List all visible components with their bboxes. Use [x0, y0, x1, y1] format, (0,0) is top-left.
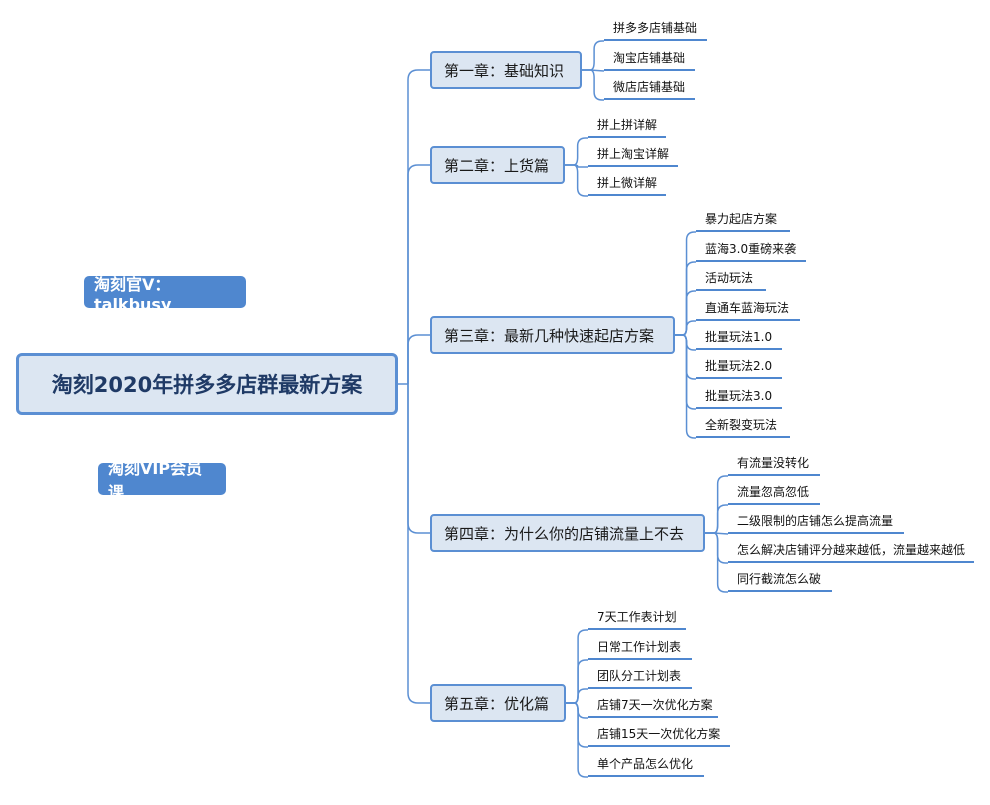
chapter-3-item-5[interactable]: 批量玩法1.0 [696, 328, 782, 350]
chapter-1-item-1[interactable]: 拼多多店铺基础 [604, 19, 707, 41]
chapter-2-item-3[interactable]: 拼上微详解 [588, 174, 666, 196]
chapter-3-item-6-connector [675, 334, 696, 380]
chapter-4-item-5-connector [705, 532, 728, 593]
chapter-5-item-1-connector [566, 629, 588, 704]
chapter-5-item-6-connector [566, 702, 588, 778]
chapter-2-item-2[interactable]: 拼上淘宝详解 [588, 145, 678, 167]
vip-course-badge[interactable]: 淘刻VIP会员课 [98, 459, 226, 502]
chapter-1-item-1-connector [582, 40, 604, 71]
chapter-3-item-7[interactable]: 批量玩法3.0 [696, 387, 782, 409]
chapter-5-item-4[interactable]: 店铺7天一次优化方案 [588, 696, 718, 718]
root-topic[interactable]: 淘刻2020年拼多多店群最新方案 [16, 353, 398, 415]
chapter-5-item-6[interactable]: 单个产品怎么优化 [588, 755, 704, 777]
chapter-4-item-2[interactable]: 流量忽高忽低 [728, 483, 820, 505]
chapter-4-connector [407, 384, 430, 534]
chapter-4-item-4[interactable]: 怎么解决店铺评分越来越低，流量越来越低 [728, 541, 974, 563]
chapter-3-item-1[interactable]: 暴力起店方案 [696, 210, 790, 232]
chapter-5-item-5[interactable]: 店铺15天一次优化方案 [588, 725, 730, 747]
chapter-3-item-2[interactable]: 蓝海3.0重磅来袭 [696, 240, 806, 262]
chapter-5-item-3[interactable]: 团队分工计划表 [588, 667, 692, 689]
chapter-4-node[interactable]: 第四章：为什么你的店铺流量上不去 [430, 514, 705, 552]
chapter-5-item-2-connector [566, 659, 588, 704]
chapter-1-node[interactable]: 第一章：基础知识 [430, 51, 582, 89]
chapter-3-item-6[interactable]: 批量玩法2.0 [696, 357, 782, 379]
chapter-1-item-2[interactable]: 淘宝店铺基础 [604, 49, 695, 71]
chapter-1-item-3-connector [582, 69, 604, 101]
chapter-4-item-5[interactable]: 同行截流怎么破 [728, 570, 832, 592]
chapter-3-connector [407, 334, 430, 384]
chapter-3-node[interactable]: 第三章：最新几种快速起店方案 [430, 316, 675, 354]
chapter-2-connector [407, 164, 430, 384]
chapter-4-item-3[interactable]: 二级限制的店铺怎么提高流量 [728, 512, 904, 534]
chapter-3-item-3-connector [675, 290, 696, 336]
chapter-5-connector [407, 384, 430, 704]
chapter-3-item-8-connector [675, 334, 696, 439]
chapter-3-item-7-connector [675, 334, 696, 410]
chapter-5-item-3-connector [566, 688, 588, 704]
chapter-1-connector [407, 69, 430, 384]
chapter-3-item-1-connector [675, 231, 696, 336]
chapter-3-item-2-connector [675, 261, 696, 336]
chapter-3-item-3[interactable]: 活动玩法 [696, 269, 766, 291]
chapter-4-item-4-connector [705, 532, 728, 564]
chapter-3-item-4[interactable]: 直通车蓝海玩法 [696, 299, 800, 321]
chapter-1-item-3[interactable]: 微店店铺基础 [604, 78, 695, 100]
wechat-badge[interactable]: 淘刻官V：talkbusy [84, 275, 246, 314]
chapter-5-item-1[interactable]: 7天工作表计划 [588, 608, 686, 630]
chapter-2-item-1[interactable]: 拼上拼详解 [588, 116, 666, 138]
chapter-2-node[interactable]: 第二章：上货篇 [430, 146, 565, 184]
chapter-4-item-1[interactable]: 有流量没转化 [728, 454, 820, 476]
chapter-3-item-4-connector [675, 320, 696, 336]
chapter-2-item-1-connector [565, 137, 588, 166]
chapter-3-item-8[interactable]: 全新裂变玩法 [696, 416, 790, 438]
chapter-5-item-2[interactable]: 日常工作计划表 [588, 638, 692, 660]
chapter-2-item-3-connector [565, 164, 588, 197]
chapter-4-item-2-connector [705, 504, 728, 534]
chapter-5-item-5-connector [566, 702, 588, 748]
chapter-5-node[interactable]: 第五章：优化篇 [430, 684, 566, 722]
